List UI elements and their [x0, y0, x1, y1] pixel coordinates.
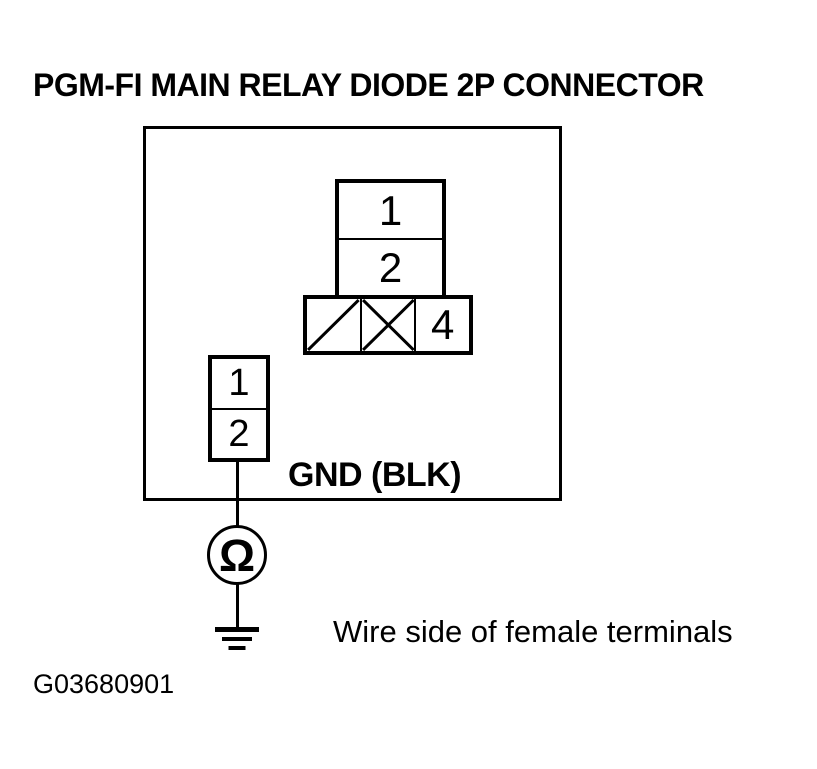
terminal-cell-pin-4: 4: [414, 299, 469, 351]
ohmmeter-icon: Ω: [207, 525, 267, 585]
crossed-out-icon: [362, 299, 415, 351]
ground-bar-2: [222, 637, 252, 641]
page-title: PGM-FI MAIN RELAY DIODE 2P CONNECTOR: [33, 67, 704, 103]
diode-connector-pin-1: 1: [378, 186, 403, 234]
wire-side-note: Wire side of female terminals: [333, 614, 733, 649]
ground-icon: [215, 627, 259, 651]
diode-connector: 1 2: [335, 179, 446, 295]
test-wire-lower: [236, 584, 239, 628]
diode-connector-pin-2: 2: [339, 238, 442, 295]
test-wire-upper: [236, 458, 239, 526]
probe-connector: 1 2: [208, 355, 270, 462]
diagonal-slash-icon: [307, 299, 360, 351]
figure-id: G03680901: [33, 669, 175, 699]
probe-connector-pin-1: 1: [228, 362, 250, 405]
ground-bar-1: [215, 627, 259, 632]
ground-bar-3: [228, 646, 246, 650]
terminal-cell-crossed: [359, 299, 415, 351]
probe-connector-pin-2: 2: [212, 407, 266, 459]
gnd-wire-label: GND (BLK): [288, 456, 462, 494]
terminal-cell-slash: [307, 299, 360, 351]
relay-terminal-row: 4: [303, 295, 473, 355]
diagram-border-box: [143, 126, 562, 501]
